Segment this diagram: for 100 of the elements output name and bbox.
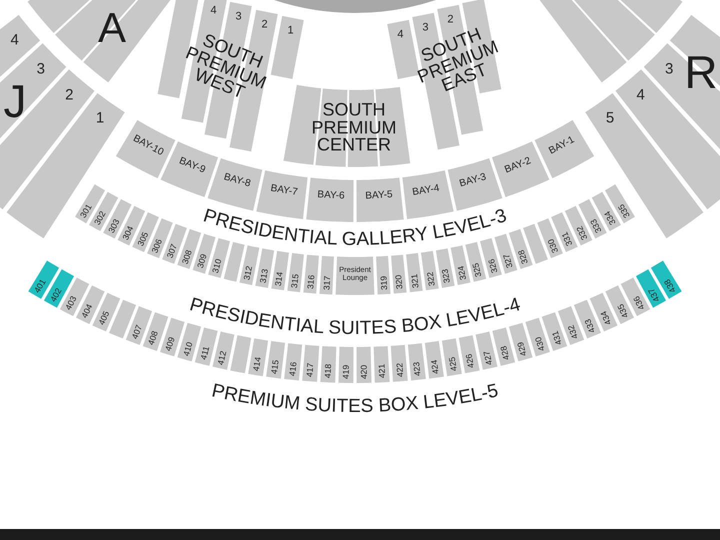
suite-box — [406, 253, 423, 293]
section-number: 4 — [636, 87, 645, 102]
section-number: 1 — [287, 25, 294, 36]
section-number: 5 — [606, 110, 614, 126]
suite-number: 424 — [430, 359, 440, 374]
bay-section — [115, 120, 176, 179]
suite-number: 430 — [533, 336, 546, 352]
section-number: 2 — [447, 14, 454, 26]
suite-box — [458, 335, 480, 374]
bay-label: BAY-8 — [222, 172, 252, 190]
suite-box — [390, 344, 408, 382]
suite-number: 417 — [306, 363, 316, 378]
section-number: 3 — [235, 11, 242, 22]
suite-number: 334 — [602, 210, 618, 227]
suite-box — [525, 317, 550, 357]
suite-number: 306 — [150, 237, 164, 254]
suite-box — [319, 255, 334, 295]
suite-number: 310 — [211, 258, 224, 274]
level-label: PREMIUM SUITES BOX LEVEL-5 — [210, 380, 500, 417]
suite-number: 422 — [394, 363, 404, 378]
suite-number: 328 — [516, 248, 530, 265]
suite-number: 308 — [180, 248, 194, 265]
bay-section — [534, 120, 595, 179]
suite-box — [441, 338, 462, 377]
suite-number: 303 — [106, 218, 121, 234]
bay-label: BAY-9 — [177, 156, 206, 176]
suite-number: 326 — [486, 258, 499, 274]
bay-section — [356, 177, 404, 222]
seating-section — [55, 0, 136, 61]
bay-label: BAY-5 — [365, 190, 393, 202]
seating-section — [0, 43, 67, 139]
bay-label: BAY-4 — [412, 184, 441, 198]
suite-number: 438 — [662, 277, 677, 294]
suite-number: 435 — [616, 302, 630, 320]
suite-number: 418 — [324, 364, 333, 379]
suite-number: 335 — [616, 202, 632, 219]
suite-box — [266, 341, 286, 379]
suite-number: 404 — [80, 302, 94, 320]
suite-number: 425 — [447, 356, 458, 372]
suite-number: 320 — [394, 274, 404, 290]
suite-box — [271, 250, 290, 291]
suite-number: 304 — [121, 224, 135, 242]
suite-box — [230, 335, 252, 374]
suite-number: 433 — [583, 317, 597, 334]
section-number: 2 — [65, 87, 74, 102]
suite-box — [255, 248, 275, 288]
suite-box — [284, 343, 303, 381]
suite-number: 321 — [410, 273, 420, 288]
suite-box — [407, 343, 426, 381]
suite-box — [376, 255, 391, 295]
suite-number: 420 — [360, 364, 368, 380]
suite-number: 307 — [165, 243, 178, 260]
suite-number: 431 — [550, 330, 563, 346]
section-number: 1 — [96, 110, 104, 126]
suite-number: 426 — [464, 353, 476, 369]
suite-box — [92, 292, 121, 332]
suite-number: 421 — [377, 364, 386, 379]
section-number: 3 — [665, 61, 674, 76]
suite-number: 436 — [631, 294, 646, 312]
zone-label: SOUTH PREMIUM CENTER — [312, 102, 396, 154]
suite-number: 323 — [441, 268, 452, 284]
section-letter: A — [98, 7, 126, 49]
suite-box — [420, 250, 439, 291]
suite-number: 415 — [270, 359, 280, 374]
suite-number: 316 — [306, 274, 316, 290]
suite-number: 312 — [242, 265, 254, 281]
seating-section — [643, 43, 720, 150]
suite-number: 428 — [499, 346, 512, 362]
suite-number: 401 — [32, 277, 48, 294]
suite-number: 309 — [196, 253, 208, 270]
section-letter: R — [684, 49, 718, 95]
section-letter: J — [4, 78, 26, 124]
suite-box — [373, 346, 390, 383]
suite-box — [391, 254, 407, 294]
bay-section — [491, 141, 550, 198]
suite-box — [303, 254, 319, 294]
suite-number: 412 — [216, 350, 228, 366]
suite-number: 403 — [64, 294, 78, 312]
suite-number: 330 — [546, 237, 560, 254]
suite-number: 407 — [130, 324, 144, 340]
suite-number: 437 — [647, 286, 662, 303]
suite-number: 331 — [560, 231, 574, 248]
bay-section — [447, 158, 503, 211]
suite-number: 432 — [566, 324, 580, 340]
suite-number: 332 — [574, 224, 589, 242]
suite-box — [287, 253, 304, 293]
suite-number: 301 — [78, 202, 94, 219]
suite-number: 315 — [290, 273, 300, 288]
seating-section — [574, 0, 655, 61]
suite-box — [604, 184, 635, 224]
seating-section — [83, 0, 171, 83]
section-number: 4 — [210, 5, 217, 16]
section-number: 4 — [397, 29, 404, 40]
suite-number: 423 — [412, 361, 422, 376]
suite-box — [302, 344, 320, 382]
suite-number: 333 — [589, 218, 604, 234]
suite-box — [492, 327, 516, 366]
suite-box — [356, 346, 372, 383]
suite-number: 405 — [96, 310, 110, 327]
suite-box — [435, 248, 455, 288]
